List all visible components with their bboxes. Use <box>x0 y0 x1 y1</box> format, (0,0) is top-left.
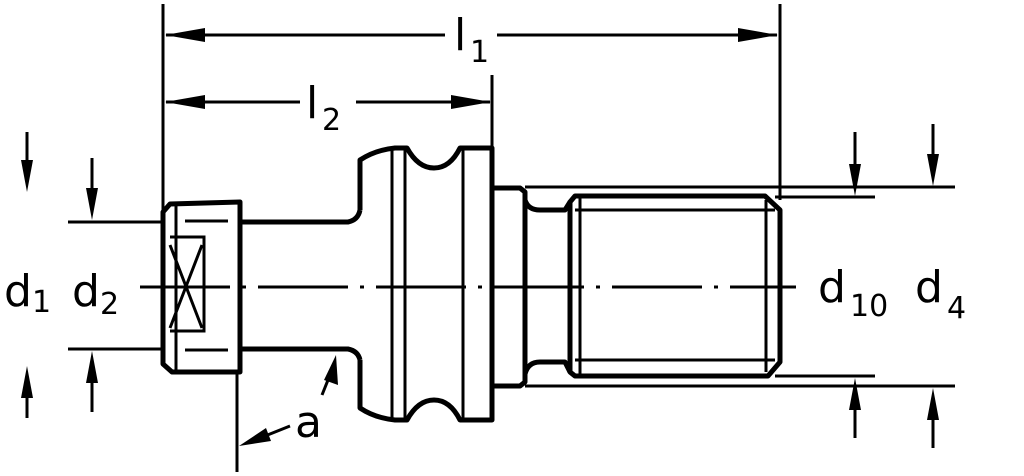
label-d10: d <box>818 262 846 313</box>
dimension-d4: d 4 <box>915 124 966 448</box>
label-l1: l <box>454 10 466 61</box>
dimension-a: a <box>239 355 338 448</box>
label-d10-sub: 10 <box>850 289 888 324</box>
label-d4: d <box>915 262 943 313</box>
label-l2-sub: 2 <box>322 103 341 138</box>
label-d4-sub: 4 <box>947 291 966 326</box>
label-a: a <box>295 397 322 448</box>
label-d1: d <box>4 266 32 317</box>
dimension-d1: d 1 <box>4 132 51 418</box>
dimension-d2: d 2 <box>72 158 119 412</box>
dimension-d10: d 10 <box>818 132 888 438</box>
dimension-l1: l 1 <box>165 10 778 70</box>
label-l2: l <box>306 78 318 129</box>
label-l1-sub: 1 <box>470 35 489 70</box>
label-d2-sub: 2 <box>100 287 119 322</box>
dimension-l2: l 2 <box>165 78 491 138</box>
label-d2: d <box>72 266 100 317</box>
part-outline <box>160 145 783 423</box>
label-d1-sub: 1 <box>32 285 51 320</box>
